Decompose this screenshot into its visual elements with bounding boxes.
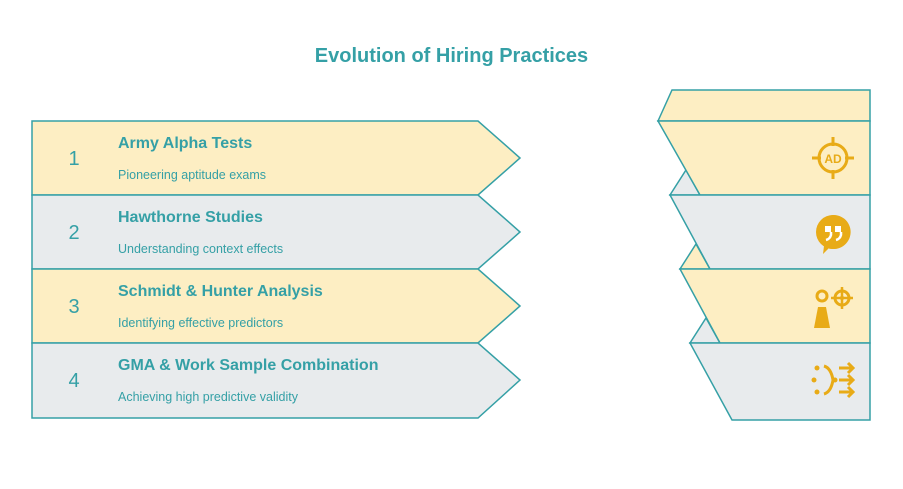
- person-target-icon: [814, 287, 853, 328]
- step-3-band: [31, 268, 522, 344]
- step-4-band: [31, 342, 522, 419]
- ribbon-segment-4: [688, 342, 871, 421]
- step-3-label: Schmidt & Hunter Analysis: [118, 283, 323, 300]
- svg-text:AD: AD: [824, 152, 842, 166]
- diagram-title: Evolution of Hiring Practices: [314, 45, 589, 67]
- step-1-description: Pioneering aptitude exams: [118, 168, 267, 182]
- step-2-band: [31, 194, 522, 270]
- step-3-description: Identifying effective predictors: [118, 316, 284, 330]
- step-4-label: GMA & Work Sample Combination: [118, 357, 379, 374]
- merge-arrows-icon: [811, 361, 856, 399]
- ribbon-top-flap: [656, 89, 871, 122]
- step-4-number: 4: [68, 370, 80, 392]
- step-1-band: [31, 120, 522, 196]
- quote-chat-icon: [816, 214, 851, 254]
- step-2-number: 2: [68, 222, 80, 244]
- step-4-description: Achieving high predictive validity: [118, 390, 298, 404]
- step-2-label: Hawthorne Studies: [118, 209, 263, 226]
- step-1-label: Army Alpha Tests: [118, 135, 253, 152]
- step-3-number: 3: [68, 296, 80, 318]
- target-ad-icon: AD: [812, 137, 854, 179]
- step-1-number: 1: [68, 148, 80, 170]
- step-2-description: Understanding context effects: [118, 242, 284, 256]
